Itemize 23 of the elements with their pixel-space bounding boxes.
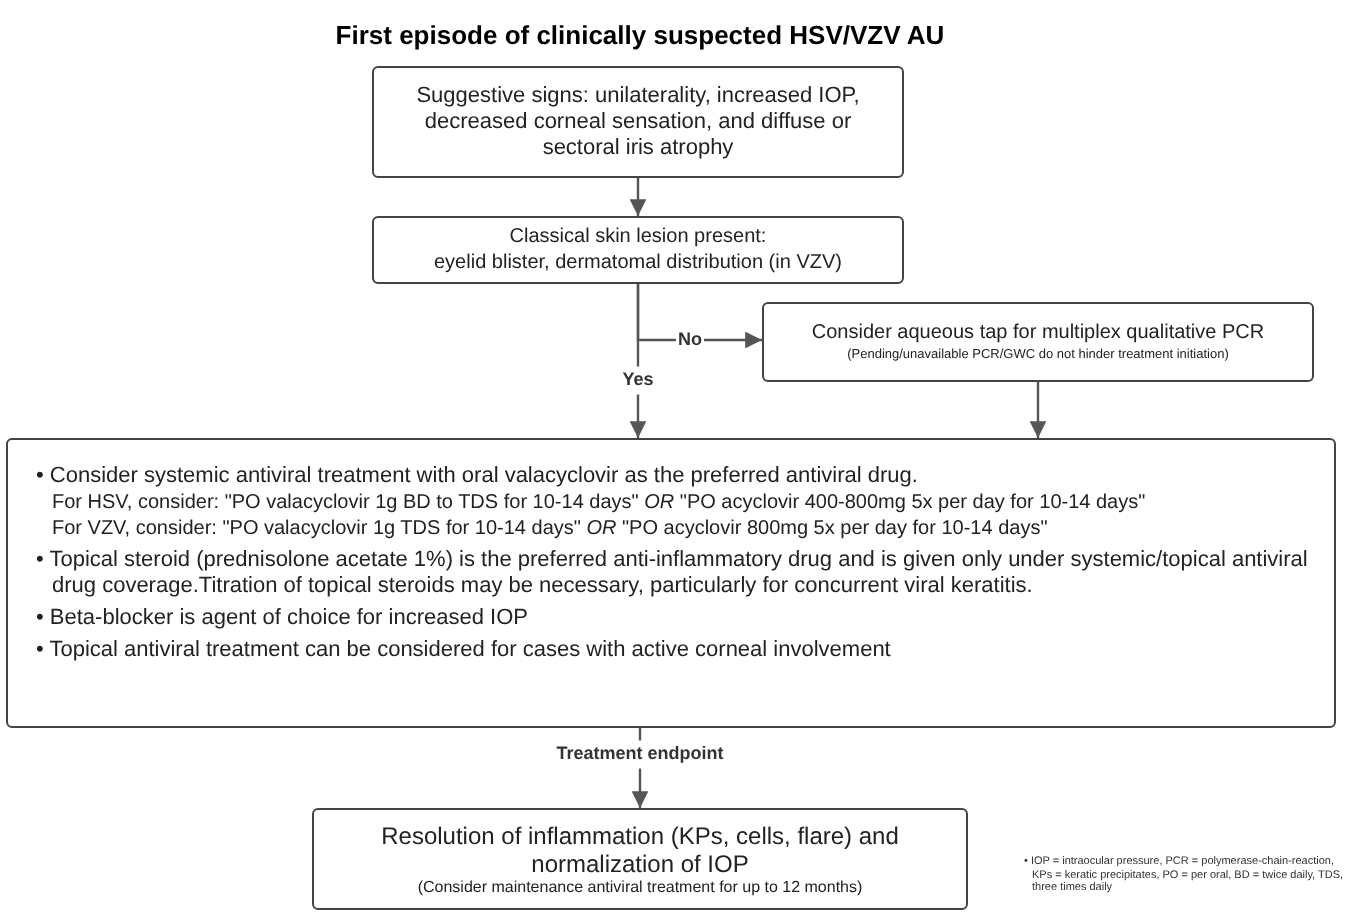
process-box xyxy=(372,216,904,284)
node-text: Suggestive signs: unilaterality, increased IOP, decreased corneal sensation, and diffuse or sectoral iris atrophy xyxy=(414,83,862,161)
arrow xyxy=(1029,382,1047,438)
bullet-point: • Beta-blocker is agent of choice for increased IOP xyxy=(36,606,530,632)
dosage-line: For VZV, consider: "PO valacyclovir 1g TDS for 10-14 days" OR "PO acyclovir 800mg 5x per day for 10-14 days" xyxy=(52,516,1050,542)
bullet-point: • Topical antiviral treatment can be considered for cases with active corneal involvement xyxy=(36,638,893,664)
edge-label: Yes xyxy=(620,366,656,394)
note-text: eyelid blister, dermatomal distribution (in VZV) xyxy=(434,250,842,276)
diagram-title: First episode of clinically suspected HSV/VZV AU xyxy=(333,18,947,54)
node-text: Resolution of inflammation (KPs, cells, flare) and normalization of IOP xyxy=(379,821,901,877)
dosage-line: For HSV, consider: "PO valacyclovir 1g BD to TDS for 10-14 days" OR "PO acyclovir 400-800mg 5x per day for 10-14 days" xyxy=(52,490,1148,516)
node-text: Classical skin lesion present: xyxy=(509,224,767,250)
process-box xyxy=(372,66,904,178)
note-text: (Consider maintenance antiviral treatment for up to 12 months) xyxy=(417,877,863,897)
arrow xyxy=(629,178,647,216)
node-text: Consider aqueous tap for multiplex qualitative PCR xyxy=(811,320,1265,346)
edge-label: Treatment endpoint xyxy=(554,740,726,768)
process-box xyxy=(762,302,1314,382)
bullet-point: • Consider systemic antiviral treatment with oral valacyclovir as the preferred antiviral drug. xyxy=(36,464,920,490)
process-box xyxy=(312,808,968,910)
bullet-point: • Topical steroid (prednisolone acetate 1%) is the preferred anti-inflammatory drug and is given only under systemic/topical antiviral drug coverage.Titration of topical steroids may be necessary, particularly for concurrent viral keratitis. xyxy=(36,548,1310,600)
process-box xyxy=(6,438,1336,728)
arrow xyxy=(629,284,647,438)
